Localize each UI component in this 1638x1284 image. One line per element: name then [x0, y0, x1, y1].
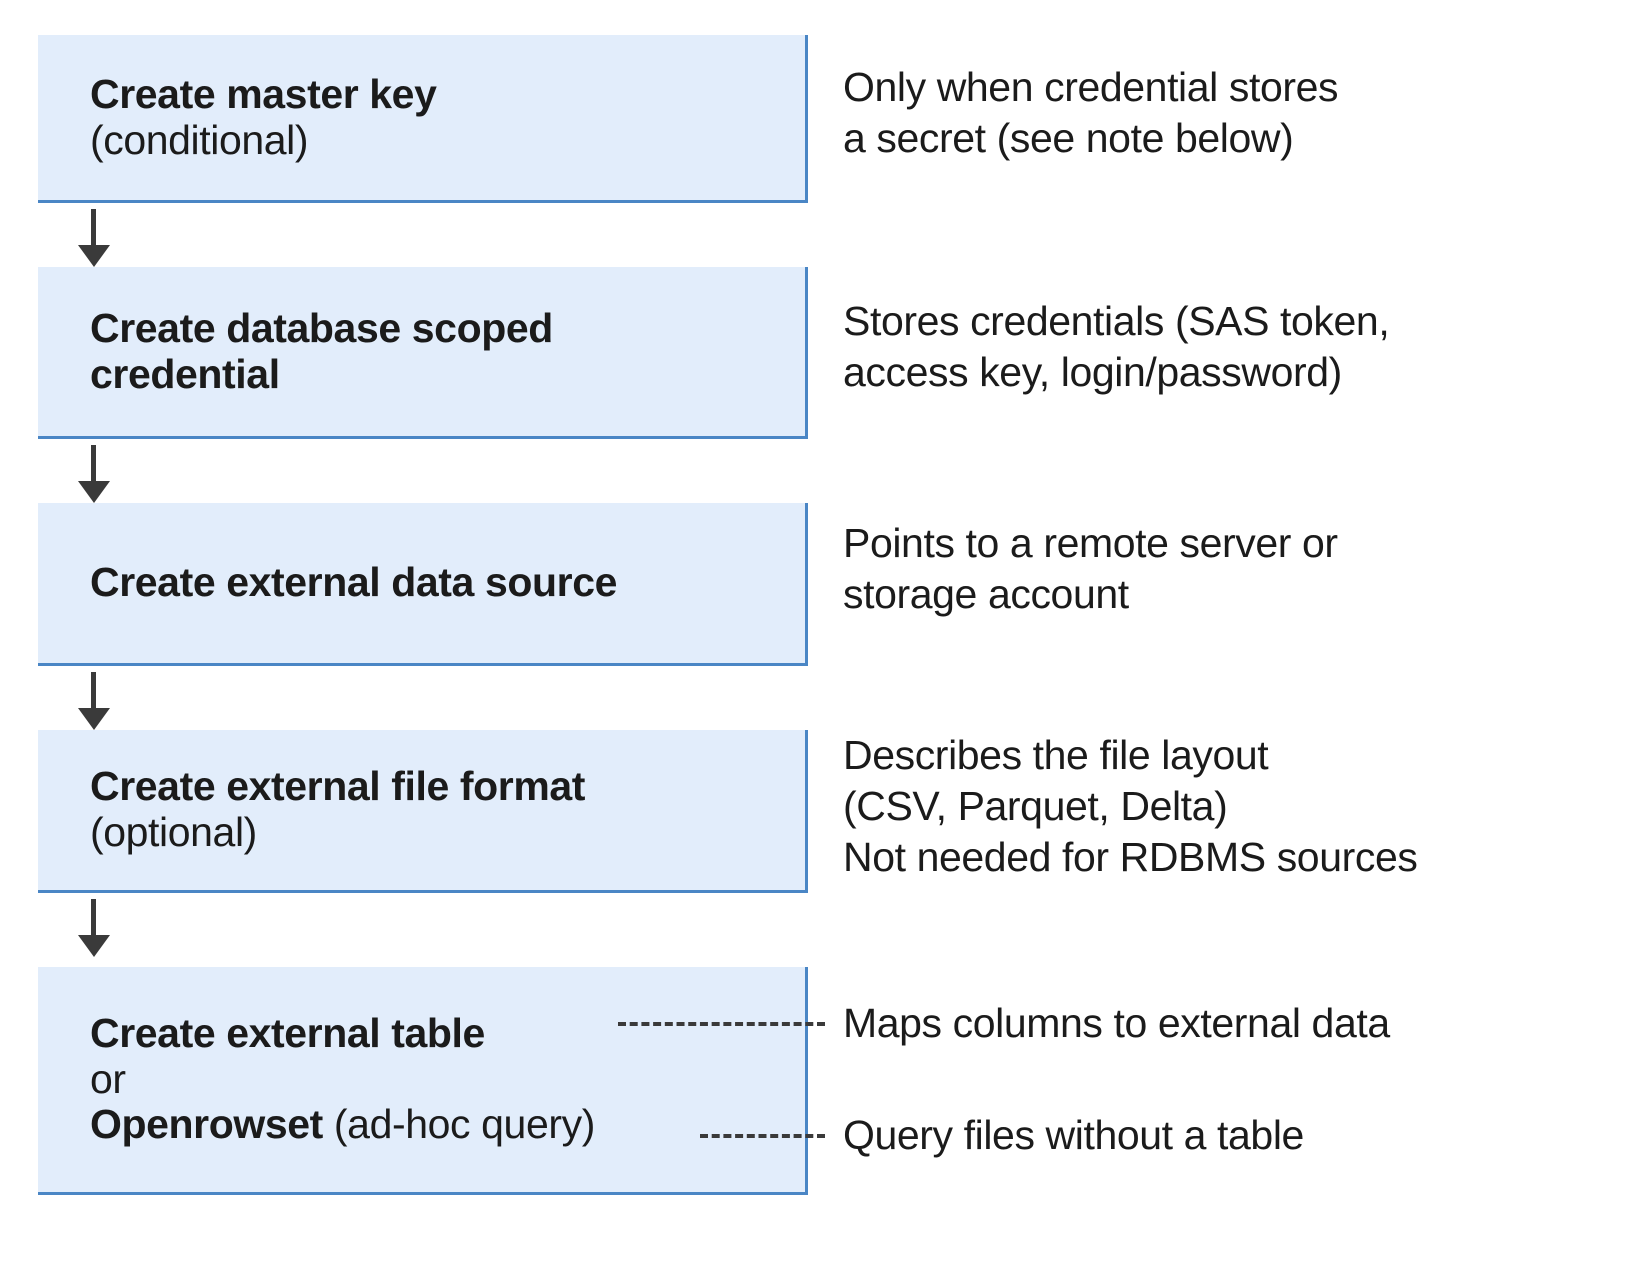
- step-content: Create external file format (optional): [38, 763, 805, 856]
- dashed-connector-external-table: [618, 1022, 825, 1026]
- step-qualifier: (optional): [90, 809, 257, 855]
- final-step-separator: or: [90, 1055, 126, 1102]
- step-box-create-master-key[interactable]: Create master key (conditional): [38, 35, 808, 203]
- step-title: Create external file format: [90, 763, 586, 810]
- step-description-create-external-file-format: Describes the file layout (CSV, Parquet,…: [843, 732, 1418, 880]
- step-title: Create database scoped credential: [90, 304, 553, 397]
- final-step-primary-title: Create external table: [90, 1009, 485, 1056]
- step-box-create-database-scoped-credential[interactable]: Create database scoped credential: [38, 267, 808, 439]
- dashed-connector-openrowset: [700, 1134, 825, 1138]
- step-content: Create database scoped credential: [38, 304, 805, 398]
- step-description-create-master-key: Only when credential stores a secret (se…: [843, 64, 1339, 161]
- arrow-down-icon-3: [78, 672, 110, 730]
- step-title: Create external data source: [90, 559, 618, 606]
- step-box-create-external-data-source[interactable]: Create external data source: [38, 503, 808, 666]
- final-step-alternate-bold: Openrowset: [90, 1101, 323, 1148]
- final-step-alternate-rest: (ad-hoc query): [322, 1101, 595, 1148]
- final-step-primary-description: Maps columns to external data: [843, 1000, 1390, 1046]
- arrow-down-icon-2: [78, 445, 110, 503]
- step-qualifier: (conditional): [90, 116, 309, 163]
- step-title: Create master key: [90, 70, 437, 117]
- arrow-down-icon-4: [78, 899, 110, 957]
- step-description-create-external-data-source: Points to a remote server or storage acc…: [843, 520, 1338, 617]
- step-content: Create master key (conditional): [38, 70, 805, 164]
- final-step-alternate: Openrowset (ad-hoc query): [90, 1101, 791, 1148]
- step-content: Create external data source: [38, 559, 805, 606]
- step-box-create-external-file-format[interactable]: Create external file format (optional): [38, 730, 808, 893]
- step-description-create-database-scoped-credential: Stores credentials (SAS token, access ke…: [843, 298, 1390, 395]
- step-content: Create external table or Openrowset (ad-…: [38, 1009, 805, 1149]
- arrow-down-icon-1: [78, 209, 110, 267]
- final-step-alternate-description: Query files without a table: [843, 1112, 1304, 1158]
- step-box-create-external-table-or-openrowset[interactable]: Create external table or Openrowset (ad-…: [38, 967, 808, 1195]
